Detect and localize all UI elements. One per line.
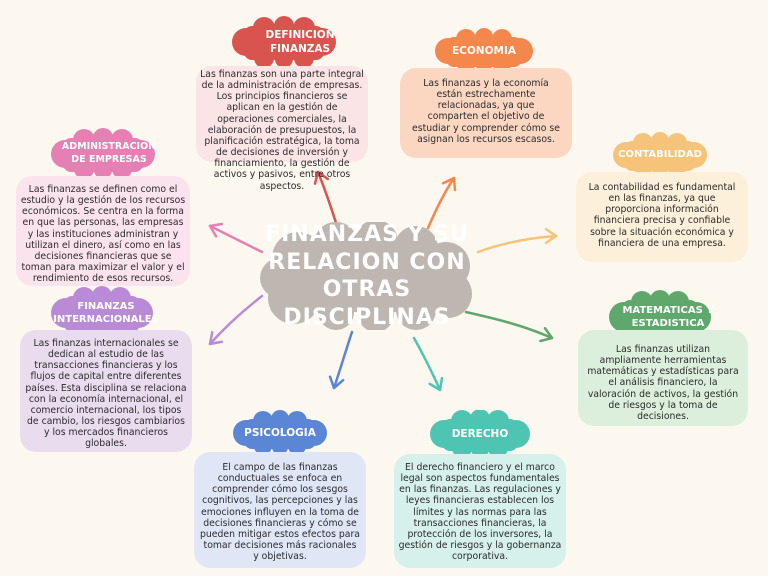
node-psicologia-text: El campo de las finanzas conductuales se… xyxy=(194,452,366,568)
node-internacionales-text: Las finanzas internacionales se dedican … xyxy=(20,330,192,452)
center-cloud-shape xyxy=(260,222,472,330)
arrowhead xyxy=(428,376,444,392)
connector-line xyxy=(412,336,442,392)
arrowhead xyxy=(328,375,345,390)
title-cloud-shape xyxy=(613,132,707,177)
connector-line xyxy=(464,310,554,340)
psicologia-title: PSICOLOGIA xyxy=(244,426,316,439)
node-economia-text: Las finanzas y la economía están estrech… xyxy=(400,68,572,158)
internacionales-title: FINANZAS INTERNACIONALES xyxy=(53,300,159,326)
node-administracion-title: ADMINISTRACION DE EMPRESAS xyxy=(48,128,158,180)
administracion-title: ADMINISTRACION DE EMPRESAS xyxy=(61,141,157,165)
node-psicologia-title: PSICOLOGIA xyxy=(230,410,330,456)
node-definicion-title: DEFINICION FINANZAS xyxy=(228,16,340,68)
center-title: FINANZAS Y SU RELACION CON OTRAS DISCIPL… xyxy=(265,222,469,330)
contabilidad-title: CONTABILIDAD xyxy=(618,149,702,161)
connector-line xyxy=(332,330,354,390)
arrowhead xyxy=(539,326,554,343)
center-topic-cloud: FINANZAS Y SU RELACION CON OTRAS DISCIPL… xyxy=(258,222,476,330)
node-definicion-text: Las finanzas son una parte integral de l… xyxy=(196,66,368,192)
connector-line xyxy=(426,176,456,230)
node-administracion-text: Las finanzas se definen como el estudio … xyxy=(16,176,190,286)
title-cloud-shape xyxy=(51,128,155,179)
arrowhead xyxy=(313,170,330,185)
economia-title: ECONOMIA xyxy=(452,44,516,57)
arrowhead xyxy=(208,330,224,346)
node-derecho-title: DERECHO xyxy=(428,410,532,458)
node-matematicas-text: Las finanzas utilizan ampliamente herram… xyxy=(578,330,748,426)
definicion-title: DEFINICION FINANZAS xyxy=(265,28,335,55)
arrowhead xyxy=(441,176,457,192)
title-cloud-shape xyxy=(233,410,327,455)
connector-line xyxy=(316,170,339,228)
arrowhead xyxy=(208,222,224,238)
arrowhead xyxy=(544,227,558,245)
title-cloud-shape xyxy=(232,16,336,68)
derecho-title: DERECHO xyxy=(451,427,509,440)
node-contabilidad-title: CONTABILIDAD xyxy=(610,132,710,178)
connector-line xyxy=(208,294,264,346)
title-cloud-shape xyxy=(430,410,530,458)
matematicas-title: MATEMATICAS Y ESTADISTICA xyxy=(622,304,714,330)
node-derecho-text: El derecho financiero y el marco legal s… xyxy=(394,454,566,568)
node-contabilidad-text: La contabilidad es fundamental en las fi… xyxy=(576,172,748,262)
connector-line xyxy=(208,224,264,254)
connector-line xyxy=(476,234,558,254)
